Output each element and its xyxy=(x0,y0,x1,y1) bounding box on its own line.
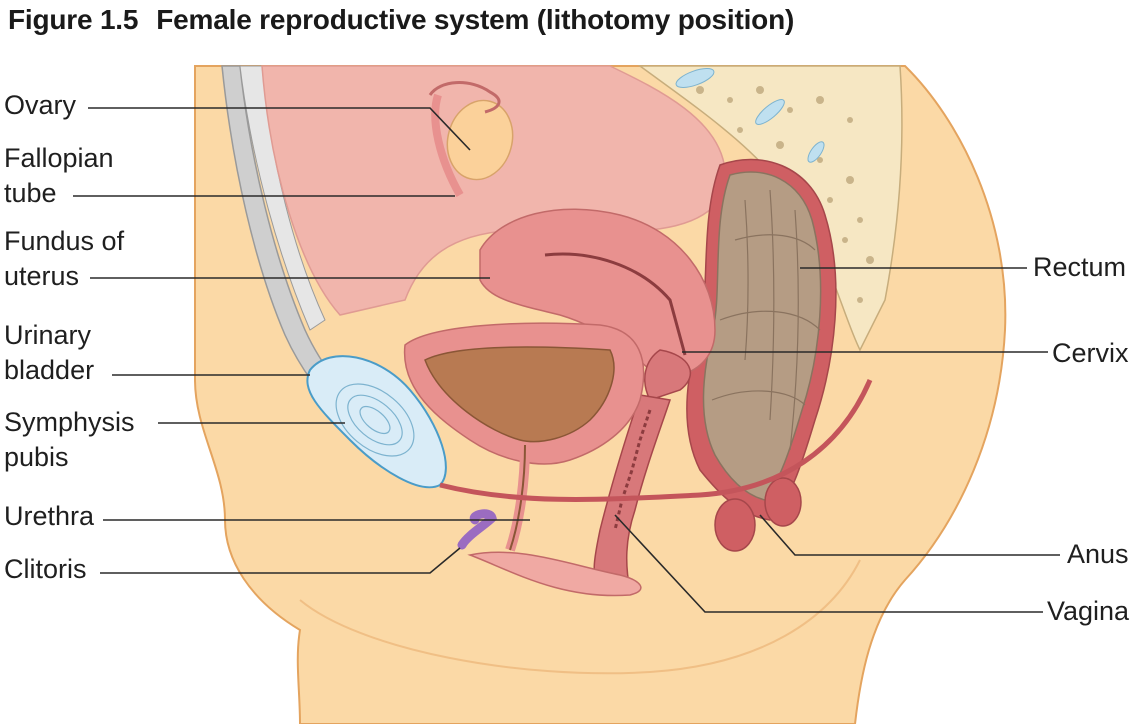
rectum-folds xyxy=(711,189,821,451)
intervertebral-disc xyxy=(807,141,825,163)
sacrum-bone-texture xyxy=(696,86,874,303)
label-urethra: Urethra xyxy=(4,501,95,531)
fimbriae xyxy=(428,81,501,114)
thigh-shade xyxy=(299,559,861,675)
intervertebral-disc xyxy=(755,99,785,125)
label-fundus-line1: Fundus of xyxy=(4,226,125,256)
vaginal-rugae xyxy=(613,409,652,531)
label-fundus-line2: uterus xyxy=(4,261,80,291)
uterine-cavity xyxy=(544,252,687,356)
label-vagina: Vagina xyxy=(1047,596,1130,626)
figure-caption: Female reproductive system (lithotomy po… xyxy=(156,4,795,35)
labia xyxy=(467,551,642,597)
label-anus: Anus xyxy=(1067,539,1129,569)
fallopian-tube xyxy=(431,93,464,197)
clitoris xyxy=(457,509,497,550)
intervertebral-disc xyxy=(675,68,715,88)
anal-sphincter xyxy=(714,498,756,552)
label-rectum: Rectum xyxy=(1033,252,1127,282)
label-clitoris: Clitoris xyxy=(4,554,87,584)
label-symphysis-line1: Symphysis xyxy=(4,407,135,437)
label-fallopian-tube-line1: Fallopian xyxy=(4,143,114,173)
sacrum xyxy=(637,65,903,352)
leader-lines xyxy=(73,107,1060,613)
anal-sphincter xyxy=(764,477,802,527)
label-cervix: Cervix xyxy=(1052,338,1129,368)
figure-title: Figure 1.5 Female reproductive system (li… xyxy=(8,4,794,36)
pelvic-floor xyxy=(439,379,873,502)
label-bladder-line1: Urinary xyxy=(4,320,92,350)
symphysis-rings xyxy=(335,383,415,457)
label-ovary: Ovary xyxy=(4,90,77,120)
label-fallopian-tube-line2: tube xyxy=(4,178,57,208)
figure-number: Figure 1.5 xyxy=(8,4,139,35)
ovary xyxy=(446,99,514,181)
label-bladder-line2: bladder xyxy=(4,355,95,385)
label-symphysis-line2: pubis xyxy=(4,442,69,472)
cervix xyxy=(644,349,692,401)
bladder-interior xyxy=(424,346,615,443)
